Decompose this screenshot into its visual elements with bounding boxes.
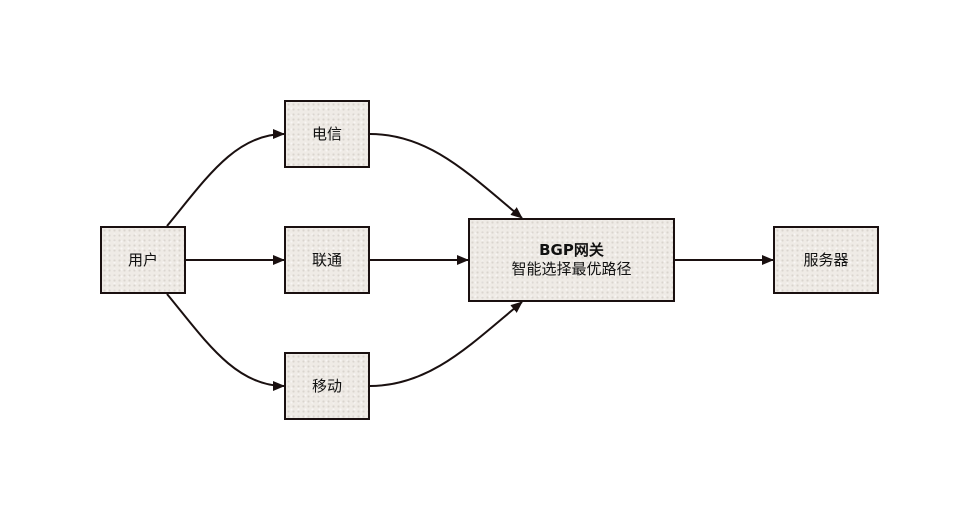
unicom-node: 联通 — [284, 226, 370, 294]
server-node: 服务器 — [773, 226, 879, 294]
user-label: 用户 — [127, 250, 158, 269]
edge-mobile-gateway — [369, 301, 523, 387]
edge-user-mobile — [166, 293, 285, 391]
gateway-subtitle: 智能选择最优路径 — [511, 260, 632, 278]
mobile-node: 移动 — [284, 352, 370, 420]
server-label: 服务器 — [803, 250, 849, 269]
edge-telecom-gateway — [369, 133, 523, 219]
edge-user-telecom — [166, 129, 285, 227]
unicom-label: 联通 — [311, 250, 342, 269]
telecom-label: 电信 — [311, 124, 342, 143]
bgp-gateway-node: BGP网关 智能选择最优路径 — [468, 218, 675, 302]
mobile-label: 移动 — [311, 376, 342, 395]
user-node: 用户 — [100, 226, 186, 294]
gateway-text: BGP网关 智能选择最优路径 — [511, 241, 631, 279]
gateway-title: BGP网关 — [539, 241, 604, 259]
telecom-node: 电信 — [284, 100, 370, 168]
